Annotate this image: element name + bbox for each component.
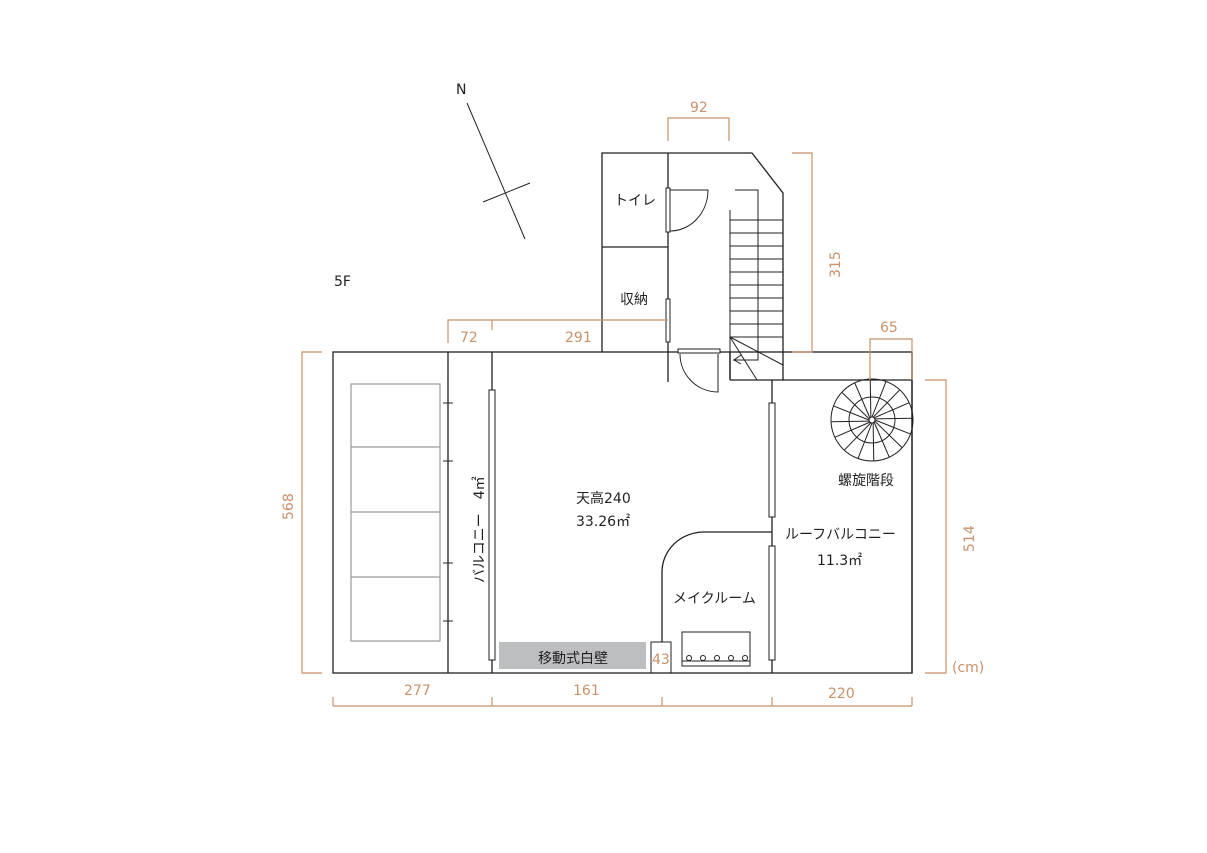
spiral-step (841, 391, 870, 420)
dim-220: 220 (828, 686, 855, 702)
spiral-step (871, 381, 887, 418)
dim-43: 43 (652, 652, 670, 668)
main-area-label: 33.26㎡ (576, 514, 630, 530)
spiral-stairs-label: 螺旋階段 (838, 473, 894, 489)
dim-72: 72 (460, 330, 478, 346)
storage-label: 収納 (620, 292, 648, 308)
unit-label: (cm) (952, 660, 984, 676)
staircase (729, 189, 784, 381)
spiral-step (831, 420, 870, 423)
spiral-step (872, 389, 901, 418)
dim-277: 277 (404, 683, 431, 699)
light-bulb-icon (686, 655, 692, 661)
dim-92: 92 (690, 100, 708, 116)
spiral-step (854, 382, 871, 419)
dimension-lines (301, 117, 947, 707)
vanity-counter (681, 631, 751, 667)
roof-area-label: 11.3㎡ (817, 553, 862, 569)
dim-291: 291 (565, 330, 592, 346)
light-bulb-icon (714, 655, 720, 661)
pillar (650, 641, 672, 674)
light-bulb-icon (700, 655, 706, 661)
spiral-step (834, 421, 871, 438)
spiral-step (874, 417, 913, 420)
light-bulb-icon (728, 655, 734, 661)
window (768, 545, 776, 661)
movable-wall (499, 642, 646, 669)
north-label: N (456, 82, 466, 98)
dim-568: 568 (281, 493, 297, 520)
roof-balcony-label: ルーフバルコニー (785, 527, 896, 543)
window (488, 389, 496, 661)
window (768, 402, 776, 518)
spiral-staircase (830, 378, 914, 462)
spiral-step (874, 420, 903, 449)
movable-wall-label: 移動式白壁 (538, 651, 608, 667)
floor-label: 5F (334, 274, 351, 290)
balcony-panels (350, 383, 453, 642)
north-arrow-icon: N (456, 82, 531, 240)
walls (332, 152, 913, 674)
balcony-label: バルコニー 4㎡ (472, 476, 488, 583)
dim-514: 514 (962, 525, 978, 552)
spiral-step (843, 422, 872, 451)
ceiling-height-label: 天高240 (576, 490, 631, 507)
spiral-step (857, 422, 873, 459)
spiral-step (833, 405, 870, 421)
spiral-step (872, 422, 875, 461)
dim-161: 161 (573, 683, 600, 699)
entrance-door[interactable] (677, 348, 721, 393)
toilet-door[interactable] (665, 187, 709, 233)
dim-315: 315 (828, 251, 844, 278)
toilet-label: トイレ (614, 193, 656, 209)
dim-65: 65 (880, 320, 898, 336)
spiral-step (873, 421, 890, 458)
spiral-step (874, 419, 911, 435)
light-bulb-icon (742, 655, 748, 661)
make-room-label: メイクルーム (673, 591, 756, 607)
make-room-wall (661, 531, 772, 642)
spiral-step (869, 379, 872, 418)
spiral-step (873, 402, 910, 419)
